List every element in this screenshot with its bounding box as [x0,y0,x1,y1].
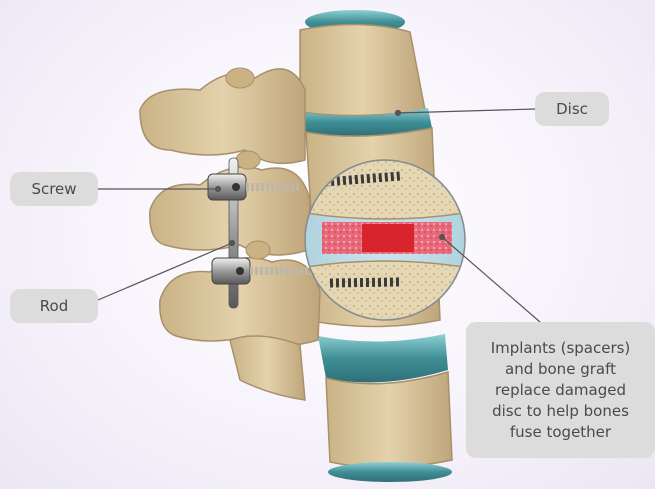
disc-label: Disc [535,92,609,126]
implant-spacer [362,224,414,252]
implants-label-line: Implants (spacers) [491,338,631,359]
implants-label-line: fuse together [491,422,631,443]
implants-label-line: disc to help bones [491,401,631,422]
lower-disc [318,334,448,383]
implants-label-line: replace damaged [491,380,631,401]
implants-label-line: and bone graft [491,359,631,380]
rod-label: Rod [10,289,98,323]
implants-label: Implants (spacers) and bone graft replac… [466,322,655,458]
screw-label: Screw [10,172,98,206]
